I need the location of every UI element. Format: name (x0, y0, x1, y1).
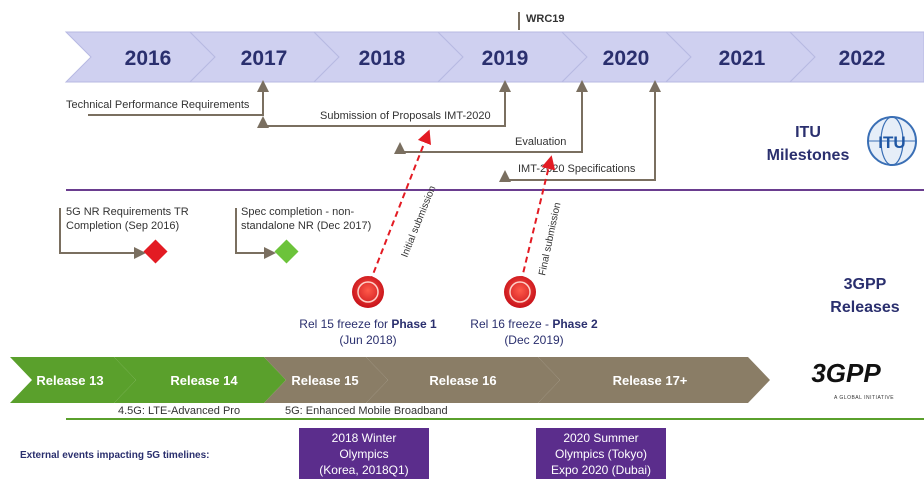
milestone-2-arrow (235, 208, 276, 259)
release-17-chevron (538, 357, 770, 403)
itu-item-tech-perf: Technical Performance Requirements (66, 99, 250, 111)
rel15-freeze-label: Rel 15 freeze for Phase 1 (299, 317, 437, 331)
external-events-label: External events impacting 5G timelines: (20, 450, 210, 461)
release-label: Release 17+ (613, 373, 688, 388)
3gpp-logo-text: 3GPP (811, 358, 881, 388)
event-1-line1: 2018 Winter (332, 431, 397, 445)
itu-arrow-specifications (505, 80, 661, 181)
release-label: Release 15 (291, 373, 358, 388)
final-submission-arrow (520, 155, 556, 283)
itu-arrow-evaluation (400, 80, 588, 153)
rel15-freeze-date: (Jun 2018) (339, 333, 396, 347)
3gpp-logo: 3GPP A GLOBAL INITIATIVE (811, 358, 894, 401)
release-15-chevron (264, 357, 388, 403)
itu-arrow-tech-perf (88, 80, 269, 116)
year-label: 2017 (241, 47, 288, 70)
release-13-chevron (10, 357, 136, 403)
year-label: 2021 (719, 47, 766, 70)
release-label: Release 13 (36, 373, 103, 388)
release-timeline: Release 13 Release 14 Release 15 Release… (10, 357, 770, 403)
itu-title-line1: ITU (795, 124, 821, 141)
final-submission-label: Final submission (537, 201, 563, 276)
release-note-4-5g: 4.5G: LTE-Advanced Pro (118, 405, 240, 417)
milestone-1-arrow (59, 208, 146, 259)
release-14-chevron (114, 357, 286, 403)
3gpp-title-line2: Releases (830, 299, 899, 316)
event-box-summer-olympics (536, 428, 666, 479)
itu-item-evaluation: Evaluation (515, 136, 566, 148)
year-label: 2019 (482, 47, 529, 70)
wrc19-label: WRC19 (526, 13, 565, 25)
event-1-line3: (Korea, 2018Q1) (319, 463, 408, 477)
rel16-freeze-date: (Dec 2019) (504, 333, 563, 347)
release-16-chevron (366, 357, 560, 403)
itu-item-submission: Submission of Proposals IMT-2020 (320, 110, 491, 122)
3gpp-title-line1: 3GPP (844, 276, 887, 293)
year-label: 2016 (125, 47, 172, 70)
year-label: 2022 (839, 47, 886, 70)
milestone-1-line2: Completion (Sep 2016) (66, 220, 179, 232)
year-timeline: 2016 2017 2018 2019 2020 2021 2022 (64, 31, 924, 83)
milestone-2-diamond (274, 239, 299, 264)
year-chevron-2022 (788, 31, 924, 83)
release-label: Release 16 (429, 373, 496, 388)
3gpp-logo-tagline: A GLOBAL INITIATIVE (834, 395, 894, 401)
event-box-winter-olympics (299, 428, 429, 479)
itu-logo-text: ITU (878, 133, 905, 152)
milestone-2-line1: Spec completion - non- (241, 206, 354, 218)
initial-submission-label: Initial submission (400, 184, 439, 259)
milestone-1-line1: 5G NR Requirements TR (66, 206, 189, 218)
release-label: Release 14 (170, 373, 238, 388)
itu-item-specifications: IMT-2020 Specifications (518, 163, 636, 175)
year-label: 2020 (603, 47, 650, 70)
event-2-line1: 2020 Summer (563, 431, 638, 445)
milestone-1-diamond (143, 239, 168, 264)
itu-milestones (88, 80, 661, 182)
event-2-line2: Olympics (Tokyo) (555, 447, 647, 461)
milestone-2-line2: standalone NR (Dec 2017) (241, 220, 371, 232)
itu-title-line2: Milestones (767, 147, 850, 164)
rel16-freeze-label: Rel 16 freeze - Phase 2 (470, 317, 598, 331)
rel15-freeze-dot (352, 276, 384, 308)
release-note-5g-embb: 5G: Enhanced Mobile Broadband (285, 405, 448, 417)
event-2-line3: Expo 2020 (Dubai) (551, 463, 651, 477)
rel16-freeze-dot (504, 276, 536, 308)
itu-logo: ITU (867, 116, 917, 166)
initial-submission-arrow (369, 129, 431, 283)
event-1-line2: Olympics (339, 447, 388, 461)
year-label: 2018 (359, 47, 406, 70)
